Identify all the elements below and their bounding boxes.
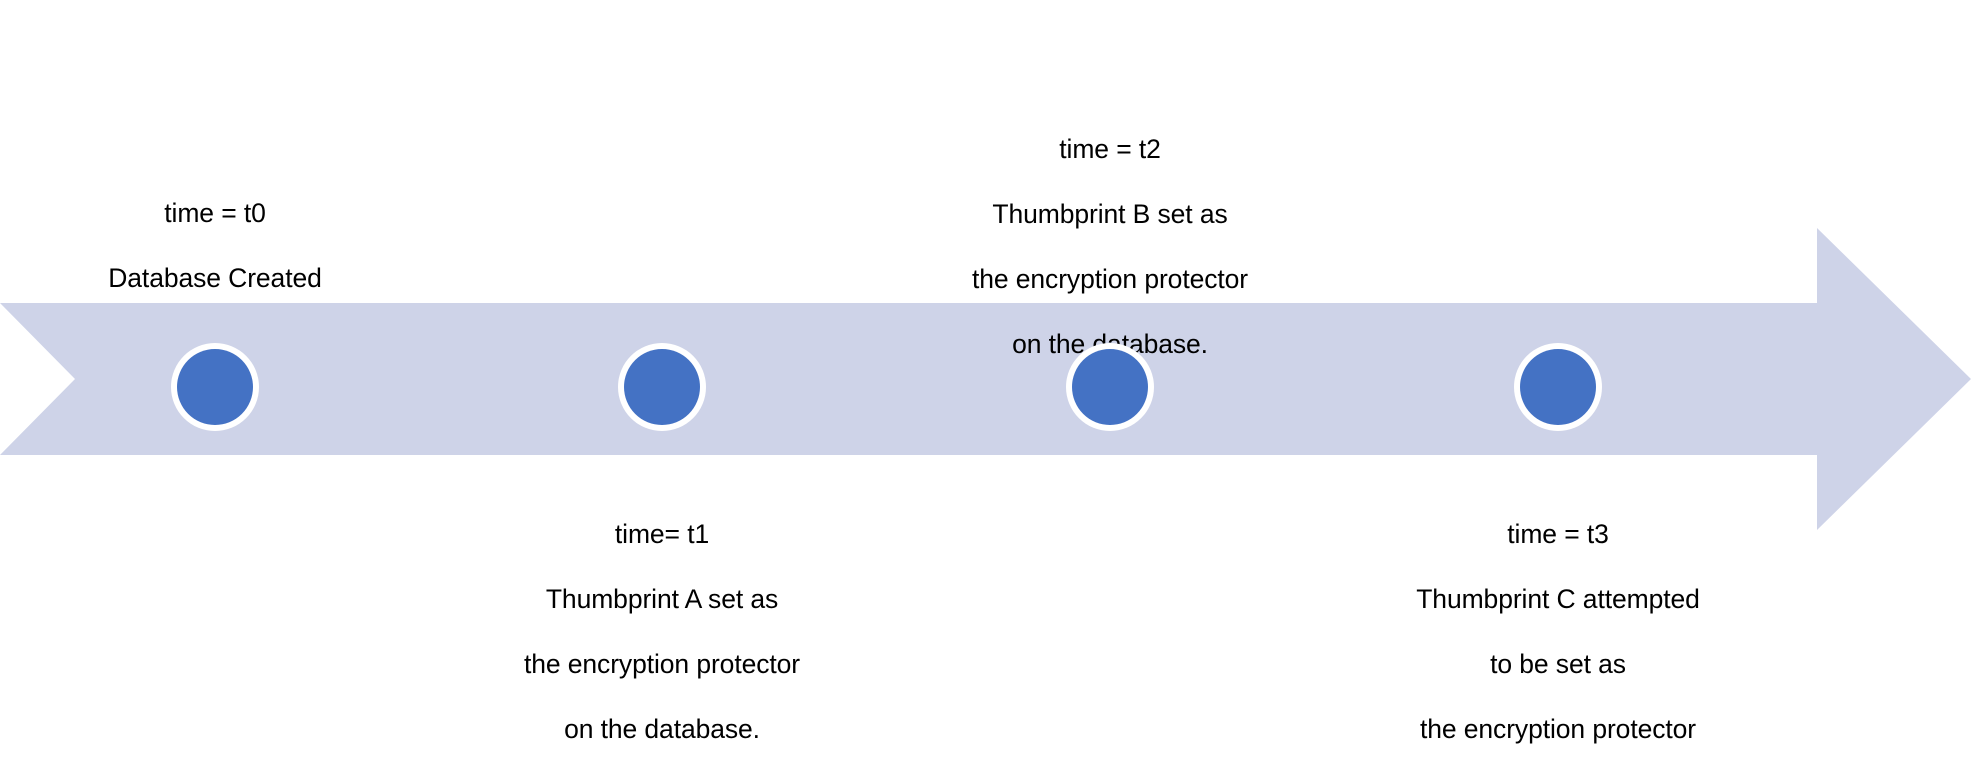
event-t2-line-2: Thumbprint B set as [992,198,1228,229]
event-t3-line-3: to be set as [1490,648,1626,679]
timeline-marker-t1[interactable] [624,349,700,425]
event-t0-line-1: time = t0 [164,197,266,228]
event-t0-line-2: Database Created [108,262,322,293]
event-t3-line-4: the encryption protector [1419,713,1696,744]
event-label-t1: time= t1 Thumbprint A set as the encrypt… [462,485,862,772]
event-t1-line-1: time= t1 [614,518,710,549]
event-t1-line-2: Thumbprint A set as [545,583,779,614]
event-label-t3: time = t3 Thumbprint C attempted to be s… [1358,485,1758,772]
timeline-marker-t0[interactable] [177,349,253,425]
event-t1-line-3: the encryption protector [523,648,800,679]
timeline-marker-t2[interactable] [1072,349,1148,425]
event-t3-line-2: Thumbprint C attempted [1416,583,1700,614]
event-label-t0: time = t0 Database Created [15,164,415,327]
timeline-marker-t3[interactable] [1520,349,1596,425]
event-t2-line-3: the encryption protector [971,263,1248,294]
event-label-t2: time = t2 Thumbprint B set as the encryp… [910,100,1310,393]
event-t3-line-1: time = t3 [1507,518,1609,549]
event-t2-line-1: time = t2 [1059,133,1161,164]
event-t1-line-4: on the database. [564,713,760,744]
